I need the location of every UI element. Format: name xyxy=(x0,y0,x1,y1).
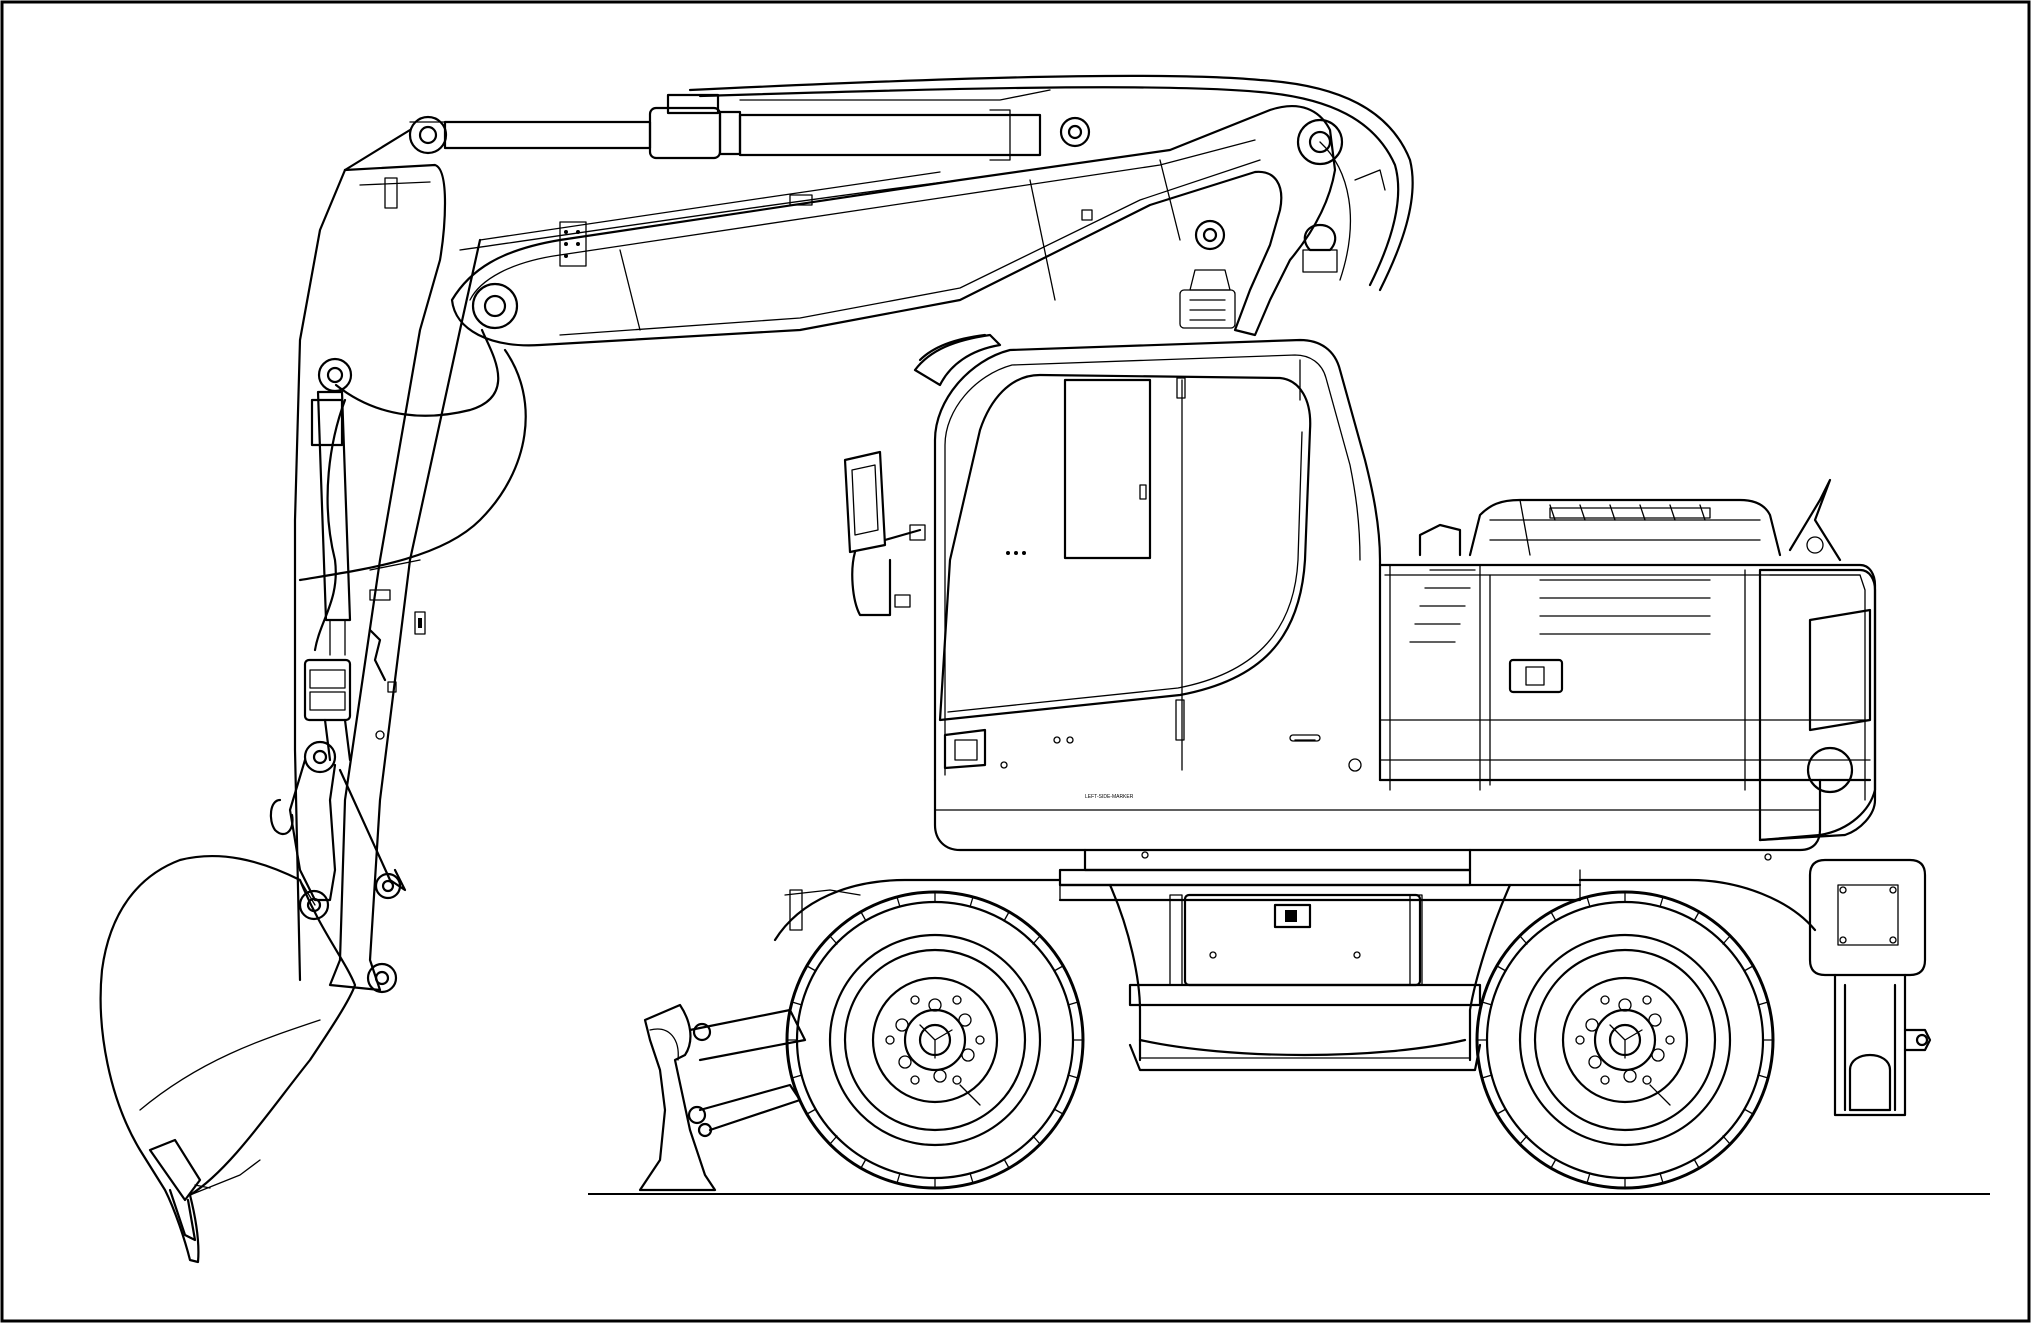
front-tire-tread xyxy=(786,891,1084,1189)
front-wheel xyxy=(785,890,1085,1190)
cab xyxy=(933,338,1382,782)
side-plate-text: LEFT-SIDE-MARKER xyxy=(1085,794,1134,800)
chassis: LEFT-SIDE-MARKER xyxy=(1058,794,1582,1072)
boom xyxy=(450,105,1344,347)
engine-cover xyxy=(1289,563,1877,842)
rear-wheel xyxy=(1475,890,1775,1190)
engine-hatch xyxy=(1418,478,1842,562)
cab-visor xyxy=(913,333,1002,387)
rear-tire-tread xyxy=(1476,891,1774,1189)
rear-outrigger xyxy=(1808,858,1932,1117)
bucket xyxy=(99,854,357,1264)
side-mirror xyxy=(843,450,926,617)
wheel-arches xyxy=(773,878,1817,942)
arm-cylinder xyxy=(443,89,1091,161)
boom-hoses xyxy=(459,74,1414,292)
bucket-cylinder xyxy=(298,328,527,762)
upper-frame xyxy=(933,778,1822,887)
counterweight xyxy=(1758,568,1877,842)
dozer-blade xyxy=(638,1003,807,1192)
engine-vents xyxy=(1409,569,1711,643)
bucket-linkage xyxy=(269,740,407,994)
